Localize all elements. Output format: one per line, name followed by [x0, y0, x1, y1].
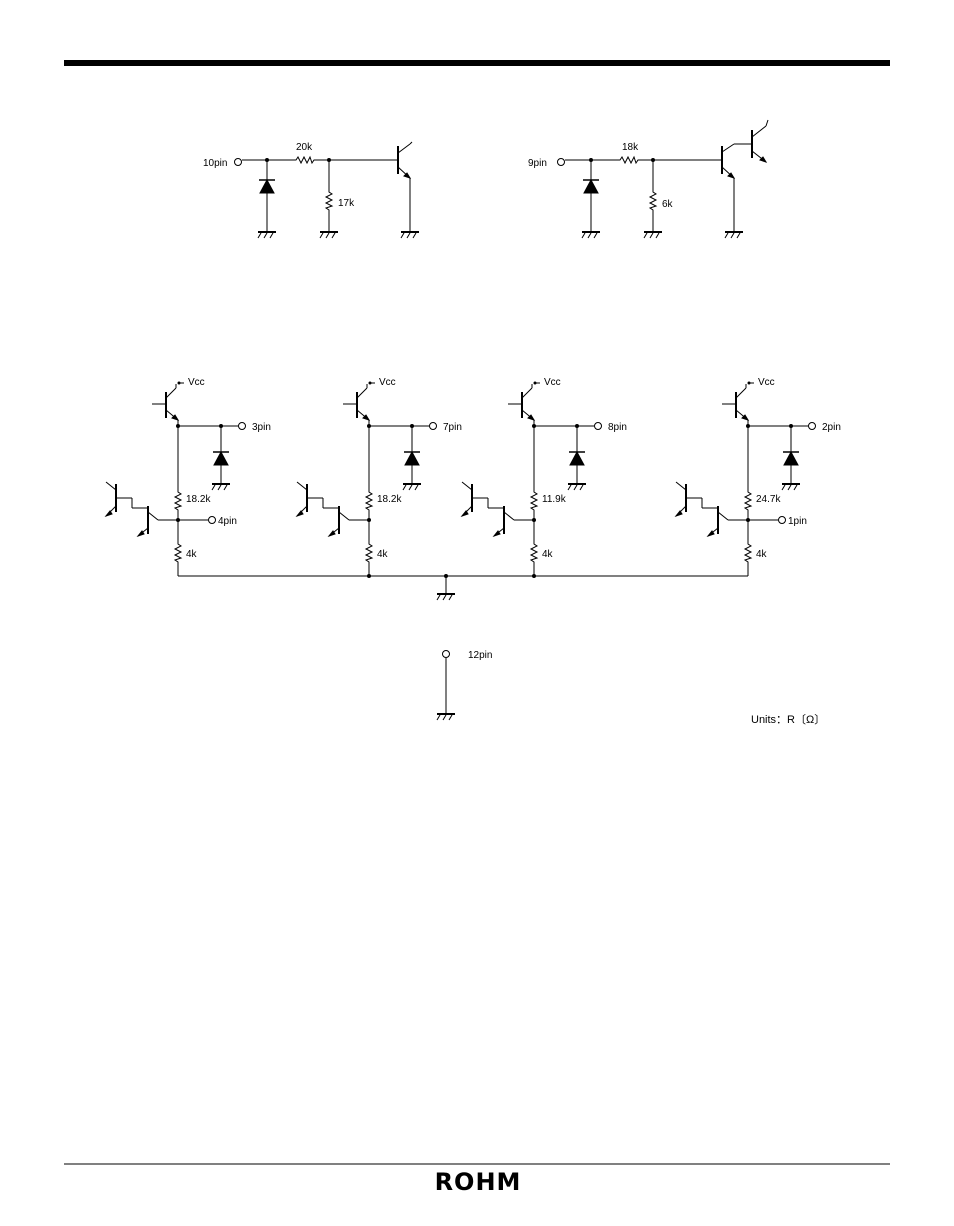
label-12pin: 12pin	[468, 650, 492, 661]
label-vcc: Vcc	[379, 377, 396, 388]
label-9pin: 9pin	[528, 158, 547, 169]
label-18k: 18k	[622, 142, 639, 153]
label-r-top: 18.2k	[377, 494, 402, 505]
label-mid-pin: 1pin	[788, 516, 807, 527]
label-r-bot: 4k	[186, 549, 198, 560]
circuit-9pin: 9pin 18k 6k	[528, 120, 768, 238]
label-6k: 6k	[662, 199, 674, 210]
label-r-top: 24.7k	[756, 494, 781, 505]
circuit-10pin: 10pin 20k 17k	[203, 142, 419, 238]
pin-terminal	[209, 517, 216, 524]
pin-terminal	[779, 517, 786, 524]
pin-terminal	[430, 423, 437, 430]
label-out-pin: 3pin	[252, 422, 271, 433]
label-10pin: 10pin	[203, 158, 227, 169]
label-vcc: Vcc	[544, 377, 561, 388]
label-out-pin: 8pin	[608, 422, 627, 433]
circuit-12pin: 12pin	[437, 650, 492, 720]
pin-terminal	[235, 159, 242, 166]
output-stage-1: Vcc 3pin 18.2k 4pin 4k	[106, 377, 271, 576]
label-r-top: 18.2k	[186, 494, 211, 505]
label-out-pin: 2pin	[822, 422, 841, 433]
label-mid-pin: 4pin	[218, 516, 237, 527]
label-r-bot: 4k	[756, 549, 768, 560]
header-rule	[64, 60, 890, 66]
pin-terminal	[595, 423, 602, 430]
pin-terminal	[558, 159, 565, 166]
output-stage-4: Vcc 2pin 24.7k 1pin 4k	[676, 377, 841, 576]
label-17k: 17k	[338, 198, 355, 209]
output-stage-3: Vcc 8pin 11.9k 4k	[462, 377, 627, 576]
label-vcc: Vcc	[188, 377, 205, 388]
label-r-bot: 4k	[377, 549, 389, 560]
pin-terminal	[809, 423, 816, 430]
pin-terminal	[239, 423, 246, 430]
rohm-logo: ROHM	[435, 1168, 522, 1196]
units-label: Units：R〔Ω〕	[751, 713, 825, 726]
label-vcc: Vcc	[758, 377, 775, 388]
label-20k: 20k	[296, 142, 313, 153]
label-r-bot: 4k	[542, 549, 554, 560]
output-stages: Vcc 3pin 18.2k 4pin 4k Vcc 7pin 18.2k 4k Vcc 8pin 1…	[106, 377, 841, 576]
label-out-pin: 7pin	[443, 422, 462, 433]
pin-terminal	[443, 651, 450, 658]
output-stage-2: Vcc 7pin 18.2k 4k	[297, 377, 462, 576]
label-r-top: 11.9k	[542, 494, 567, 505]
